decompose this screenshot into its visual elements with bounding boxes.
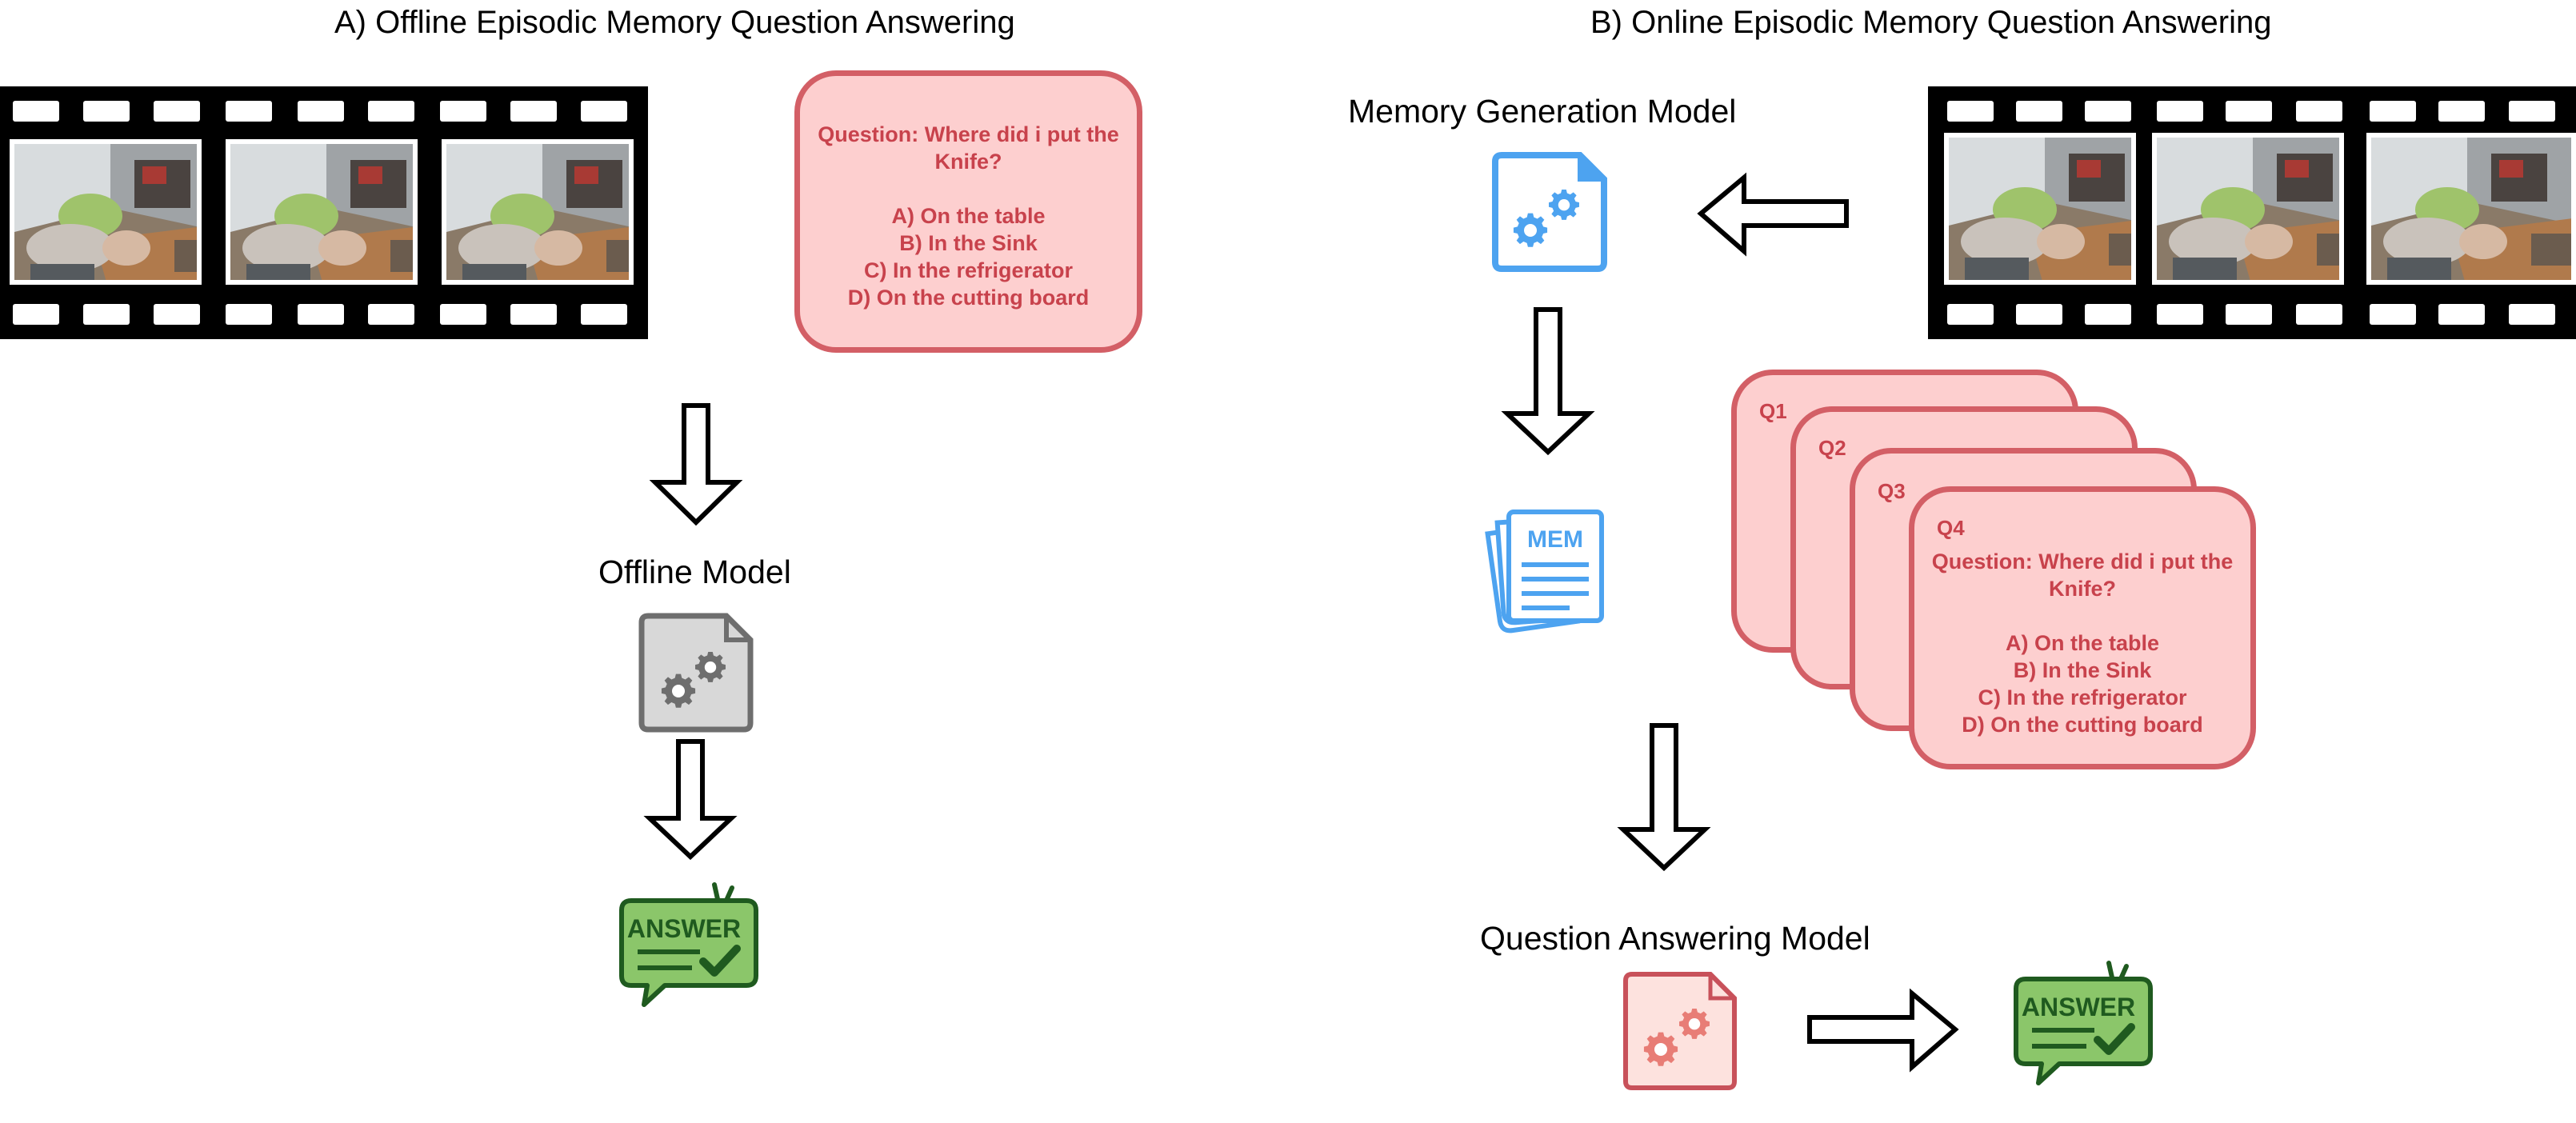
film-sprocket-hole (368, 101, 414, 122)
answer-option: B) In the Sink (899, 231, 1038, 255)
film-sprocket-hole (2370, 304, 2416, 325)
film-sprocket-hole (2438, 101, 2485, 122)
film-sprocket-hole (2016, 101, 2062, 122)
answer-option: A) On the table (891, 204, 1046, 228)
film-sprocket-hole (2226, 304, 2272, 325)
video-scene-image (2157, 138, 2339, 280)
question-tag: Q2 (1818, 436, 1846, 460)
film-sprocket-hole (440, 101, 486, 122)
answer-icon-text: ANSWER (627, 914, 741, 943)
film-sprocket-hole (510, 101, 557, 122)
video-frame (2366, 133, 2576, 285)
film-sprocket-hole (226, 101, 272, 122)
answer-speech-bubble-icon: ANSWER (2014, 961, 2153, 1085)
video-scene-image (1949, 138, 2131, 280)
film-sprocket-hole (2509, 304, 2555, 325)
arrow-down-icon (1617, 723, 1711, 872)
film-sprocket-hole (298, 304, 344, 325)
video-scene-image (446, 144, 629, 280)
film-sprocket-hole (581, 101, 627, 122)
answer-option: C) In the refrigerator (1978, 685, 2187, 709)
video-filmstrip-a (0, 86, 648, 339)
gear-document-icon (1492, 152, 1607, 272)
film-sprocket-hole (2509, 101, 2555, 122)
question-text: Question: Where did i put the (818, 122, 1119, 146)
answer-speech-bubble-icon: ANSWER (619, 882, 758, 1007)
answer-option: A) On the table (2005, 631, 2159, 655)
question-tag: Q1 (1759, 399, 1787, 423)
video-frame (1944, 133, 2136, 285)
memory-document-icon: MEM (1485, 510, 1604, 633)
arrow-down-icon (1501, 307, 1595, 456)
question-text: Knife? (934, 150, 1002, 174)
answer-option: D) On the cutting board (847, 286, 1090, 310)
film-sprocket-hole (83, 304, 130, 325)
question-text: Knife? (2049, 577, 2116, 601)
section-a-title: A) Offline Episodic Memory Question Answ… (334, 5, 1015, 40)
film-sprocket-hole (510, 304, 557, 325)
film-sprocket-hole (298, 101, 344, 122)
answer-option: D) On the cutting board (1962, 713, 2203, 737)
question-text: Question: Where did i put the (1931, 550, 2234, 573)
video-scene-image (2371, 138, 2571, 280)
question-tag: Q3 (1878, 479, 1906, 503)
arrow-left-icon (1697, 172, 1849, 257)
answer-option: B) In the Sink (2013, 658, 2152, 682)
arrow-right-icon (1807, 988, 1959, 1073)
memory-icon-text: MEM (1527, 526, 1583, 553)
section-b-title: B) Online Episodic Memory Question Answe… (1590, 5, 2272, 40)
question-card-q4: Q4 Question: Where did i put the Knife? … (1909, 486, 2256, 769)
video-frame (442, 139, 634, 285)
video-filmstrip-b (1928, 86, 2576, 339)
film-sprocket-hole (1947, 304, 1994, 325)
question-card-a: Question: Where did i put the Knife? A) … (794, 70, 1142, 353)
film-sprocket-hole (83, 101, 130, 122)
film-sprocket-hole (1947, 101, 1994, 122)
film-sprocket-hole (2296, 101, 2342, 122)
film-sprocket-hole (2085, 101, 2131, 122)
video-frame (226, 139, 418, 285)
video-frame (10, 139, 202, 285)
question-tag: Q4 (1937, 516, 1965, 540)
film-sprocket-hole (2085, 304, 2131, 325)
film-sprocket-hole (440, 304, 486, 325)
film-sprocket-hole (2296, 304, 2342, 325)
offline-model-label: Offline Model (598, 554, 791, 590)
film-sprocket-hole (2157, 101, 2203, 122)
film-sprocket-hole (13, 304, 59, 325)
question-answering-model-label: Question Answering Model (1480, 920, 1870, 957)
film-sprocket-hole (368, 304, 414, 325)
film-sprocket-hole (226, 304, 272, 325)
video-frame (2152, 133, 2344, 285)
video-scene-image (14, 144, 197, 280)
arrow-down-icon (649, 403, 743, 526)
gear-document-icon (1623, 972, 1737, 1090)
answer-icon-text: ANSWER (2022, 993, 2135, 1021)
film-sprocket-hole (581, 304, 627, 325)
film-sprocket-hole (2438, 304, 2485, 325)
answer-option: C) In the refrigerator (863, 258, 1074, 282)
film-sprocket-hole (154, 304, 200, 325)
film-sprocket-hole (2016, 304, 2062, 325)
film-sprocket-hole (154, 101, 200, 122)
film-sprocket-hole (2157, 304, 2203, 325)
film-sprocket-hole (2370, 101, 2416, 122)
gear-document-icon (638, 613, 754, 733)
memory-generation-model-label: Memory Generation Model (1348, 93, 1737, 130)
video-scene-image (230, 144, 413, 280)
film-sprocket-hole (13, 101, 59, 122)
arrow-down-icon (643, 739, 738, 861)
film-sprocket-hole (2226, 101, 2272, 122)
